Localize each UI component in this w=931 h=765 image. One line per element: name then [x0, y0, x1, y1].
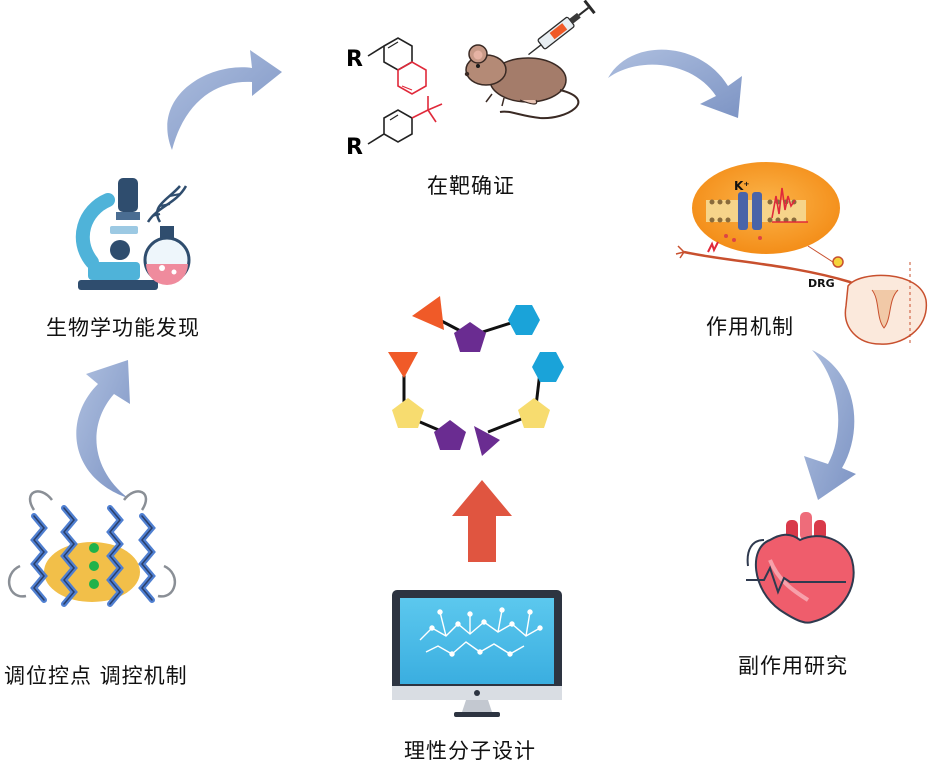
chemical-structures: R R — [346, 37, 443, 160]
r-group-label-1: R — [346, 47, 363, 72]
design-up-arrow — [452, 480, 512, 562]
cycle-arrow-right-down — [804, 350, 856, 500]
molecular-chain-icon — [388, 296, 564, 456]
label-side-effects: 副作用研究 — [738, 654, 848, 678]
mouse-injection-icon — [464, 0, 596, 120]
ion-channel-neuron-icon: K⁺ DRG — [675, 162, 927, 345]
protein-structure-icon — [7, 490, 177, 607]
cycle-arrow-top-right — [608, 49, 742, 118]
label-biological-function: 生物学功能发现 — [46, 316, 200, 340]
computer-monitor-icon — [392, 590, 562, 717]
label-rational-design: 理性分子设计 — [404, 739, 536, 763]
potassium-ion-label: K⁺ — [734, 179, 750, 193]
label-target-validation: 在靶确证 — [427, 174, 515, 198]
microscope-dna-flask-icon — [75, 178, 191, 290]
label-regulatory-site: 调位控点 调控机制 — [4, 664, 188, 688]
cycle-arrow-bottom-left-up — [76, 360, 130, 498]
label-mechanism: 作用机制 — [706, 315, 794, 339]
r-group-label-2: R — [346, 135, 363, 160]
cycle-arrow-left-up — [167, 50, 282, 150]
drg-label: DRG — [808, 277, 835, 290]
heart-icon — [746, 512, 855, 624]
